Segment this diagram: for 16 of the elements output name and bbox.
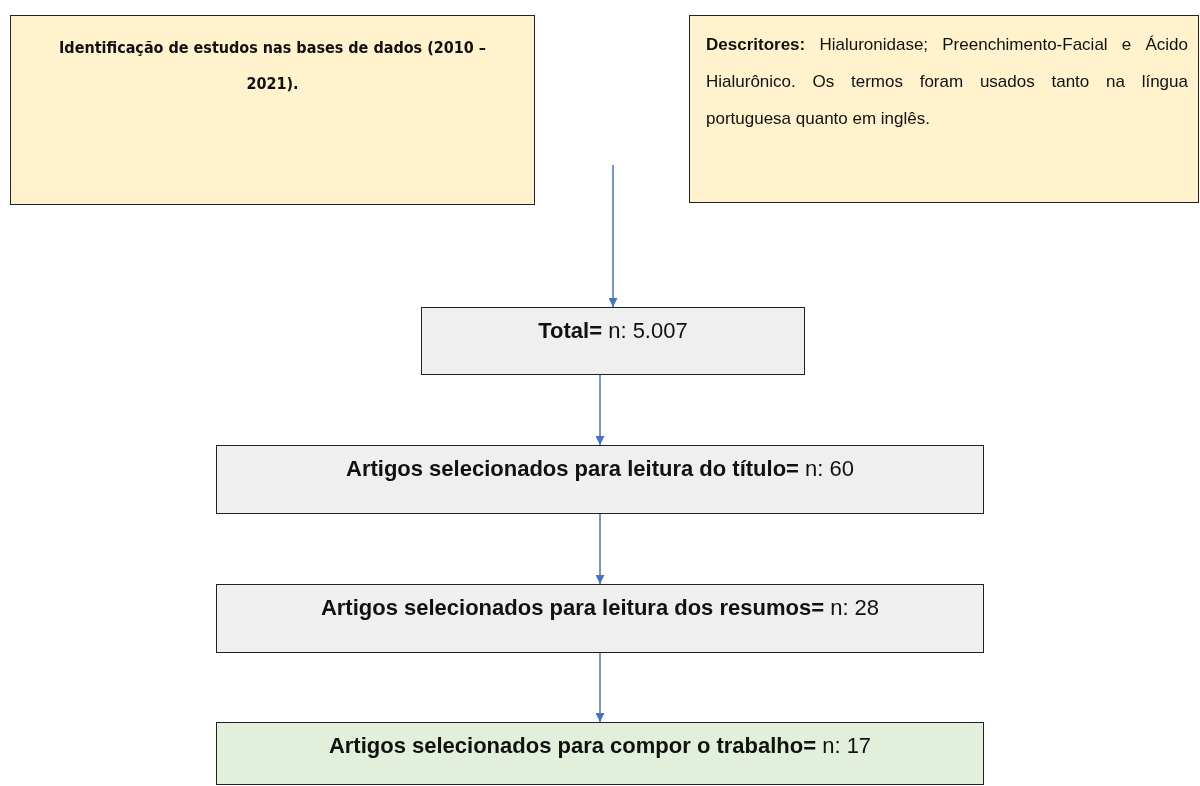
process-box <box>216 584 984 653</box>
arrow <box>608 164 618 308</box>
arrow <box>595 374 605 446</box>
note-box <box>689 15 1199 203</box>
arrow <box>595 652 605 723</box>
arrow <box>595 513 605 585</box>
process-box <box>421 307 805 375</box>
box-text: Descritores: Hialuronidase; Preenchimento-Facial e Ácido Hialurônico. Os termos foram usados tanto na língua portuguesa quanto em inglês. <box>706 34 1188 130</box>
process-box <box>216 722 984 785</box>
box-text: Artigos selecionados para compor o trabalho= n: 17 <box>328 733 872 759</box>
box-text: Artigos selecionados para leitura do título= n: 60 <box>346 456 854 482</box>
box-text: Total= n: 5.007 <box>538 318 688 344</box>
box-text: Identificação de estudos nas bases de dados (2010 – 2021). <box>57 37 487 95</box>
process-box <box>216 445 984 514</box>
note-box <box>10 15 535 205</box>
box-text: Artigos selecionados para leitura dos resumos= n: 28 <box>320 595 880 621</box>
